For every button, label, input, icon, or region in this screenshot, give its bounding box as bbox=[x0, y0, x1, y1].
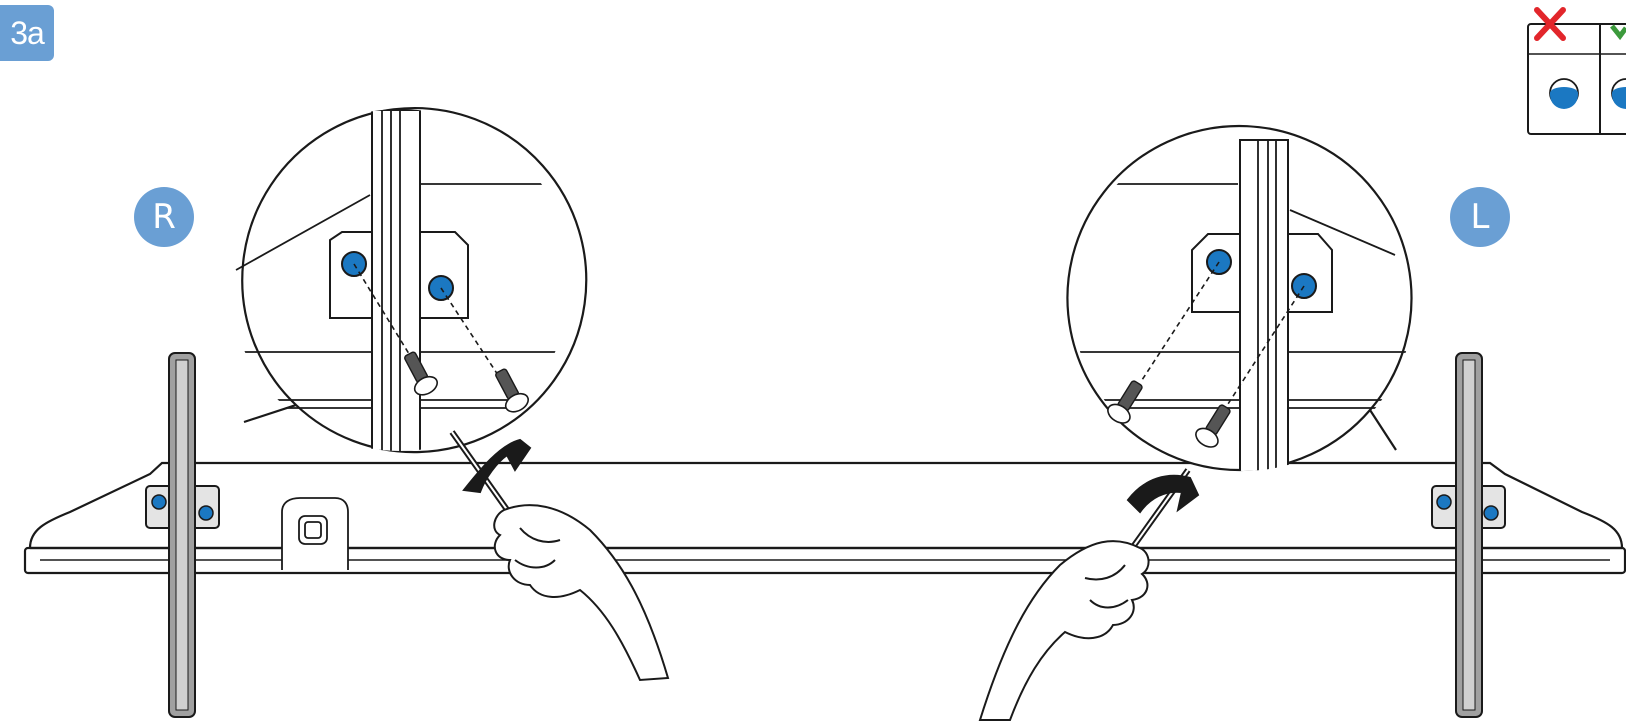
logo-inner-square bbox=[305, 522, 321, 538]
tv-body bbox=[25, 463, 1625, 573]
orientation-legend bbox=[1528, 10, 1626, 134]
screw-hole bbox=[1437, 495, 1451, 509]
stand-right-post-inner bbox=[176, 360, 188, 710]
tv-back-outline bbox=[30, 463, 1622, 548]
screwdriver-hand-left bbox=[980, 470, 1198, 720]
logo-panel bbox=[282, 498, 348, 570]
zoom-bubble-right bbox=[236, 108, 586, 460]
hand bbox=[494, 505, 668, 680]
stand-left bbox=[1432, 353, 1505, 717]
wrong-orientation-icon bbox=[1550, 79, 1578, 109]
legend-box bbox=[1528, 24, 1626, 134]
screw-hole bbox=[199, 506, 213, 520]
screw-hole bbox=[152, 495, 166, 509]
zoom-bubble-left bbox=[1067, 126, 1420, 480]
screw-hole bbox=[1484, 506, 1498, 520]
stand-right bbox=[146, 353, 219, 717]
stand-left-post-inner bbox=[1463, 360, 1475, 710]
